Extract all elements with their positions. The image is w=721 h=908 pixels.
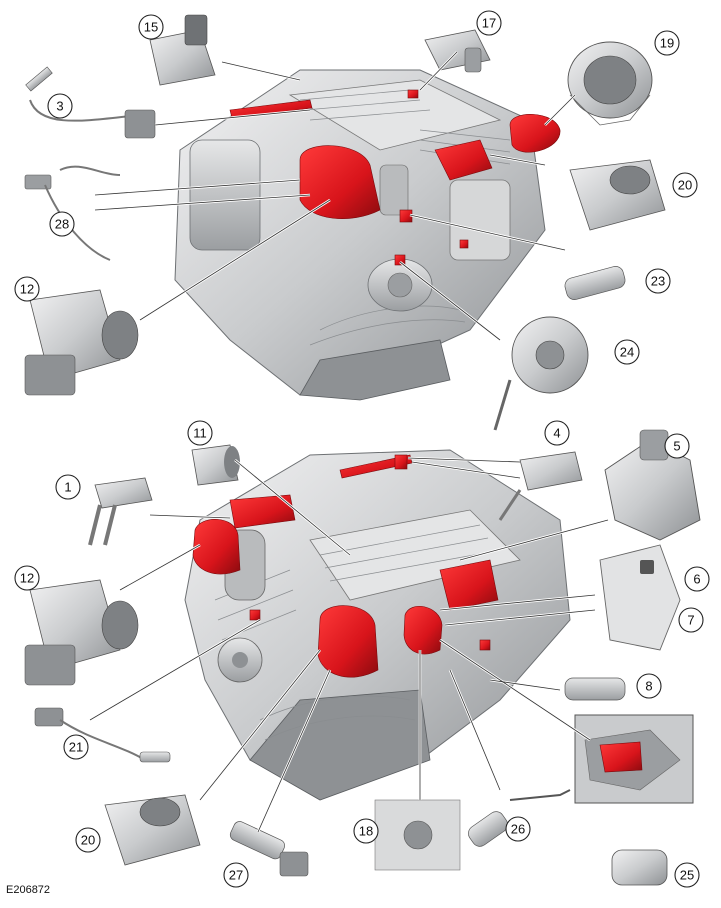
callout-19: 19 <box>654 30 680 56</box>
svg-text:20: 20 <box>678 178 692 193</box>
leader-lines <box>89 51 609 833</box>
callout-12-bottom: 12 <box>14 565 40 591</box>
callout-18: 18 <box>353 818 379 844</box>
callout-3: 3 <box>47 93 73 119</box>
svg-text:18: 18 <box>359 824 373 839</box>
solenoid-26-part <box>468 789 571 847</box>
svg-text:11: 11 <box>193 426 207 441</box>
callout-8: 8 <box>636 673 662 699</box>
callout-26: 26 <box>505 816 531 842</box>
svg-text:12: 12 <box>20 282 34 297</box>
throttle-body-19-part <box>567 41 653 126</box>
pressure-sensor-4-part <box>498 451 583 521</box>
callout-21: 21 <box>63 734 89 760</box>
callout-20-bottom: 20 <box>75 827 101 853</box>
callout-27: 27 <box>223 862 249 888</box>
callouts: 15 17 19 3 20 28 12 23 24 11 4 5 1 12 6 … <box>14 10 710 888</box>
callout-25: 25 <box>674 862 700 888</box>
svg-text:8: 8 <box>645 679 652 694</box>
svg-text:5: 5 <box>673 439 680 454</box>
air-mass-flow-sensor-part <box>149 14 216 86</box>
throttle-body-12a-part <box>24 289 139 396</box>
water-pump-24-part <box>493 316 589 431</box>
callout-17: 17 <box>476 10 502 36</box>
svg-text:26: 26 <box>511 822 525 837</box>
detail-inset-18-part <box>374 799 461 871</box>
fuel-pump-6-7-part <box>599 544 681 651</box>
throttle-body-12b-part <box>24 579 139 686</box>
sensor-21-part <box>34 707 171 763</box>
sensor-27-part <box>229 821 309 877</box>
callout-20-top: 20 <box>672 172 698 198</box>
callout-23: 23 <box>645 268 671 294</box>
detail-inset-25 <box>574 714 694 886</box>
callout-11: 11 <box>187 420 213 446</box>
svg-text:1: 1 <box>64 480 71 495</box>
callout-1: 1 <box>55 474 81 500</box>
oxygen-sensor-3-part <box>25 66 156 139</box>
temperature-sensor-28-part <box>24 165 121 261</box>
svg-text:12: 12 <box>20 571 34 586</box>
callout-15: 15 <box>138 14 164 40</box>
bottom-engine-highlights <box>192 454 499 678</box>
svg-text:4: 4 <box>553 426 560 441</box>
sensor-8-part <box>564 677 626 701</box>
sensor-23-part <box>564 266 626 300</box>
throttle-body-20b-part <box>104 794 201 866</box>
svg-text:24: 24 <box>620 345 634 360</box>
top-engine-highlights <box>229 89 561 266</box>
callout-7: 7 <box>678 607 704 633</box>
svg-text:15: 15 <box>144 20 158 35</box>
pressure-sensor-17-part <box>424 29 491 73</box>
svg-text:23: 23 <box>651 274 665 289</box>
svg-text:7: 7 <box>687 613 694 628</box>
svg-text:19: 19 <box>660 36 674 51</box>
callout-12-top: 12 <box>14 276 40 302</box>
sensor-1-part <box>88 477 153 546</box>
svg-text:28: 28 <box>55 217 69 232</box>
top-engine-illustration <box>174 69 546 401</box>
svg-text:6: 6 <box>693 572 700 587</box>
svg-text:20: 20 <box>81 833 95 848</box>
egr-valve-5-part <box>604 429 701 541</box>
callout-4: 4 <box>544 420 570 446</box>
figure-id: E206872 <box>6 884 51 896</box>
svg-text:17: 17 <box>482 16 496 31</box>
callout-6: 6 <box>684 566 710 592</box>
callout-24: 24 <box>614 339 640 365</box>
callout-28: 28 <box>49 211 75 237</box>
callout-5: 5 <box>664 433 690 459</box>
svg-text:21: 21 <box>69 740 83 755</box>
svg-text:25: 25 <box>680 868 694 883</box>
throttle-body-20a-part <box>569 159 666 231</box>
svg-text:27: 27 <box>229 868 243 883</box>
bottom-engine-illustration <box>184 449 571 801</box>
sensor-11-part <box>191 444 240 486</box>
svg-text:3: 3 <box>56 99 63 114</box>
